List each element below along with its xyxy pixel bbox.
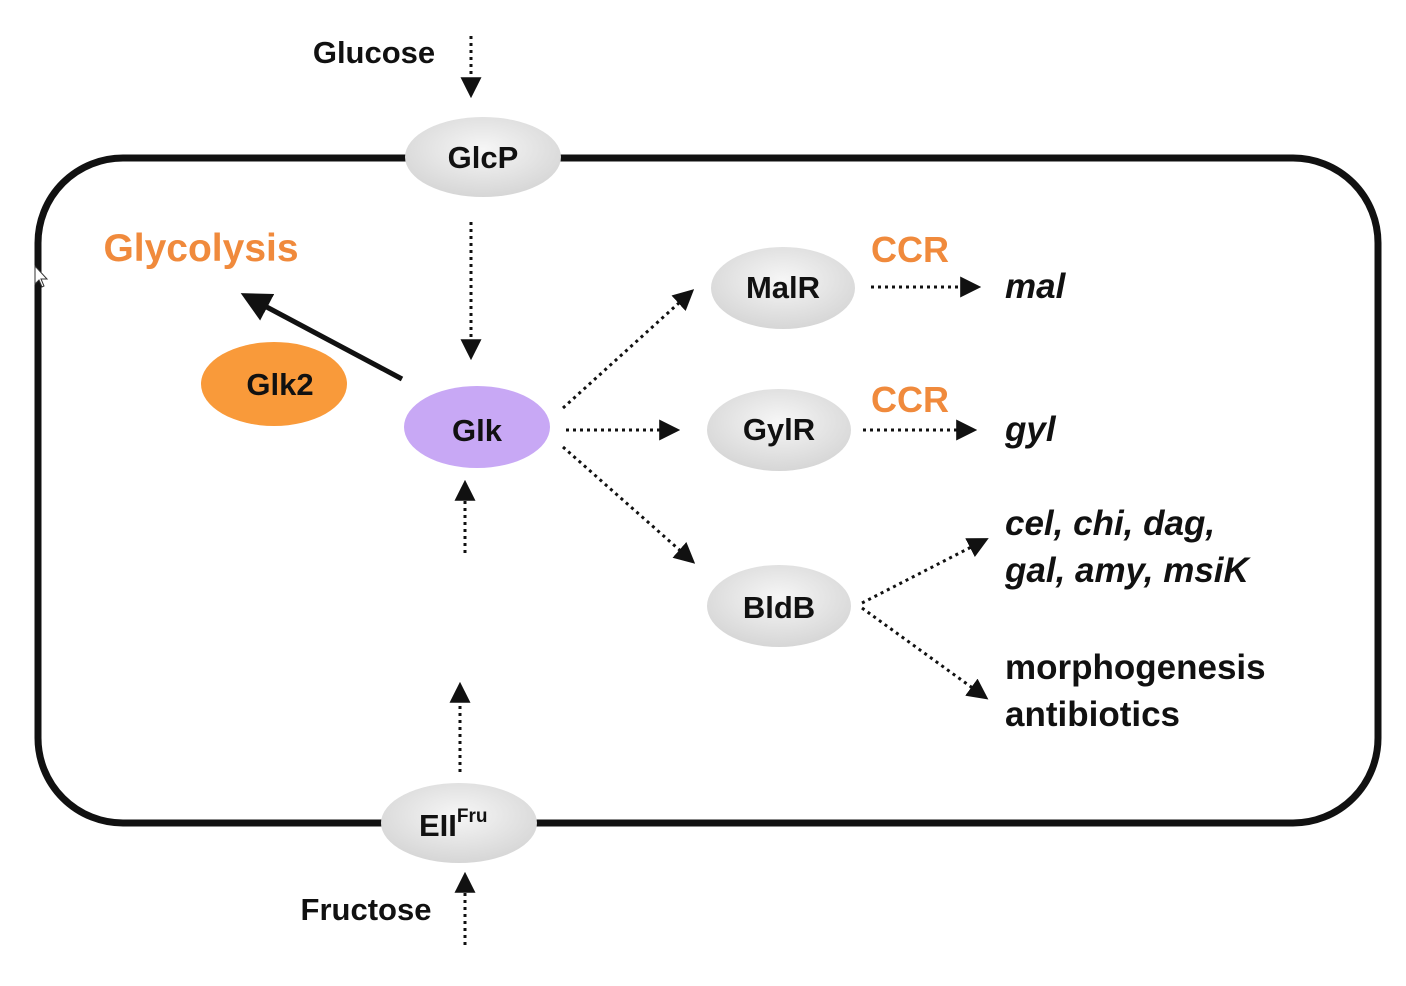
gylr-node: [707, 389, 851, 471]
morphogenesis-label: morphogenesis: [1005, 648, 1266, 687]
eii-base-text: EII: [419, 808, 457, 843]
eii-superscript-text: Fru: [457, 806, 488, 827]
eii-fru-label: EIIFru: [419, 806, 488, 843]
glk-to-malr-arrow: [561, 289, 695, 410]
antibiotics-label: antibiotics: [1005, 695, 1180, 734]
mal-gene-label: mal: [1005, 267, 1067, 306]
gyl-gene-label: gyl: [1004, 410, 1057, 449]
glcp-node: [405, 117, 561, 197]
glk-to-glycolysis-arrow: [240, 293, 404, 382]
bldb-label: BldB: [743, 590, 815, 625]
fructose-label: Fructose: [301, 892, 432, 927]
genes-line-1: cel, chi, dag,: [1005, 504, 1215, 543]
malr-label: MalR: [746, 270, 820, 305]
glcp-label: GlcP: [448, 140, 519, 175]
gylr-label: GylR: [743, 412, 815, 447]
bldb-node: [707, 565, 851, 647]
bldb-to-genes-arrow: [861, 538, 989, 605]
glk2-node: [201, 342, 347, 426]
mouse-cursor-icon: [34, 264, 49, 288]
glycolysis-label: Glycolysis: [103, 227, 298, 270]
glk2-label: Glk2: [246, 367, 313, 402]
glk-node: [404, 386, 550, 468]
glk-to-bldb-arrow: [562, 445, 696, 564]
bldb-to-morphogenesis-arrow: [861, 606, 989, 700]
glucose-label: Glucose: [313, 35, 435, 70]
cell-membrane: [34, 154, 1382, 827]
eii-fru-node: [381, 783, 537, 863]
ccr-mal-label: CCR: [871, 229, 949, 270]
malr-node: [711, 247, 855, 329]
ccr-gyl-label: CCR: [871, 379, 949, 420]
glk-label: Glk: [452, 413, 503, 448]
genes-line-2: gal, amy, msiK: [1004, 551, 1252, 590]
